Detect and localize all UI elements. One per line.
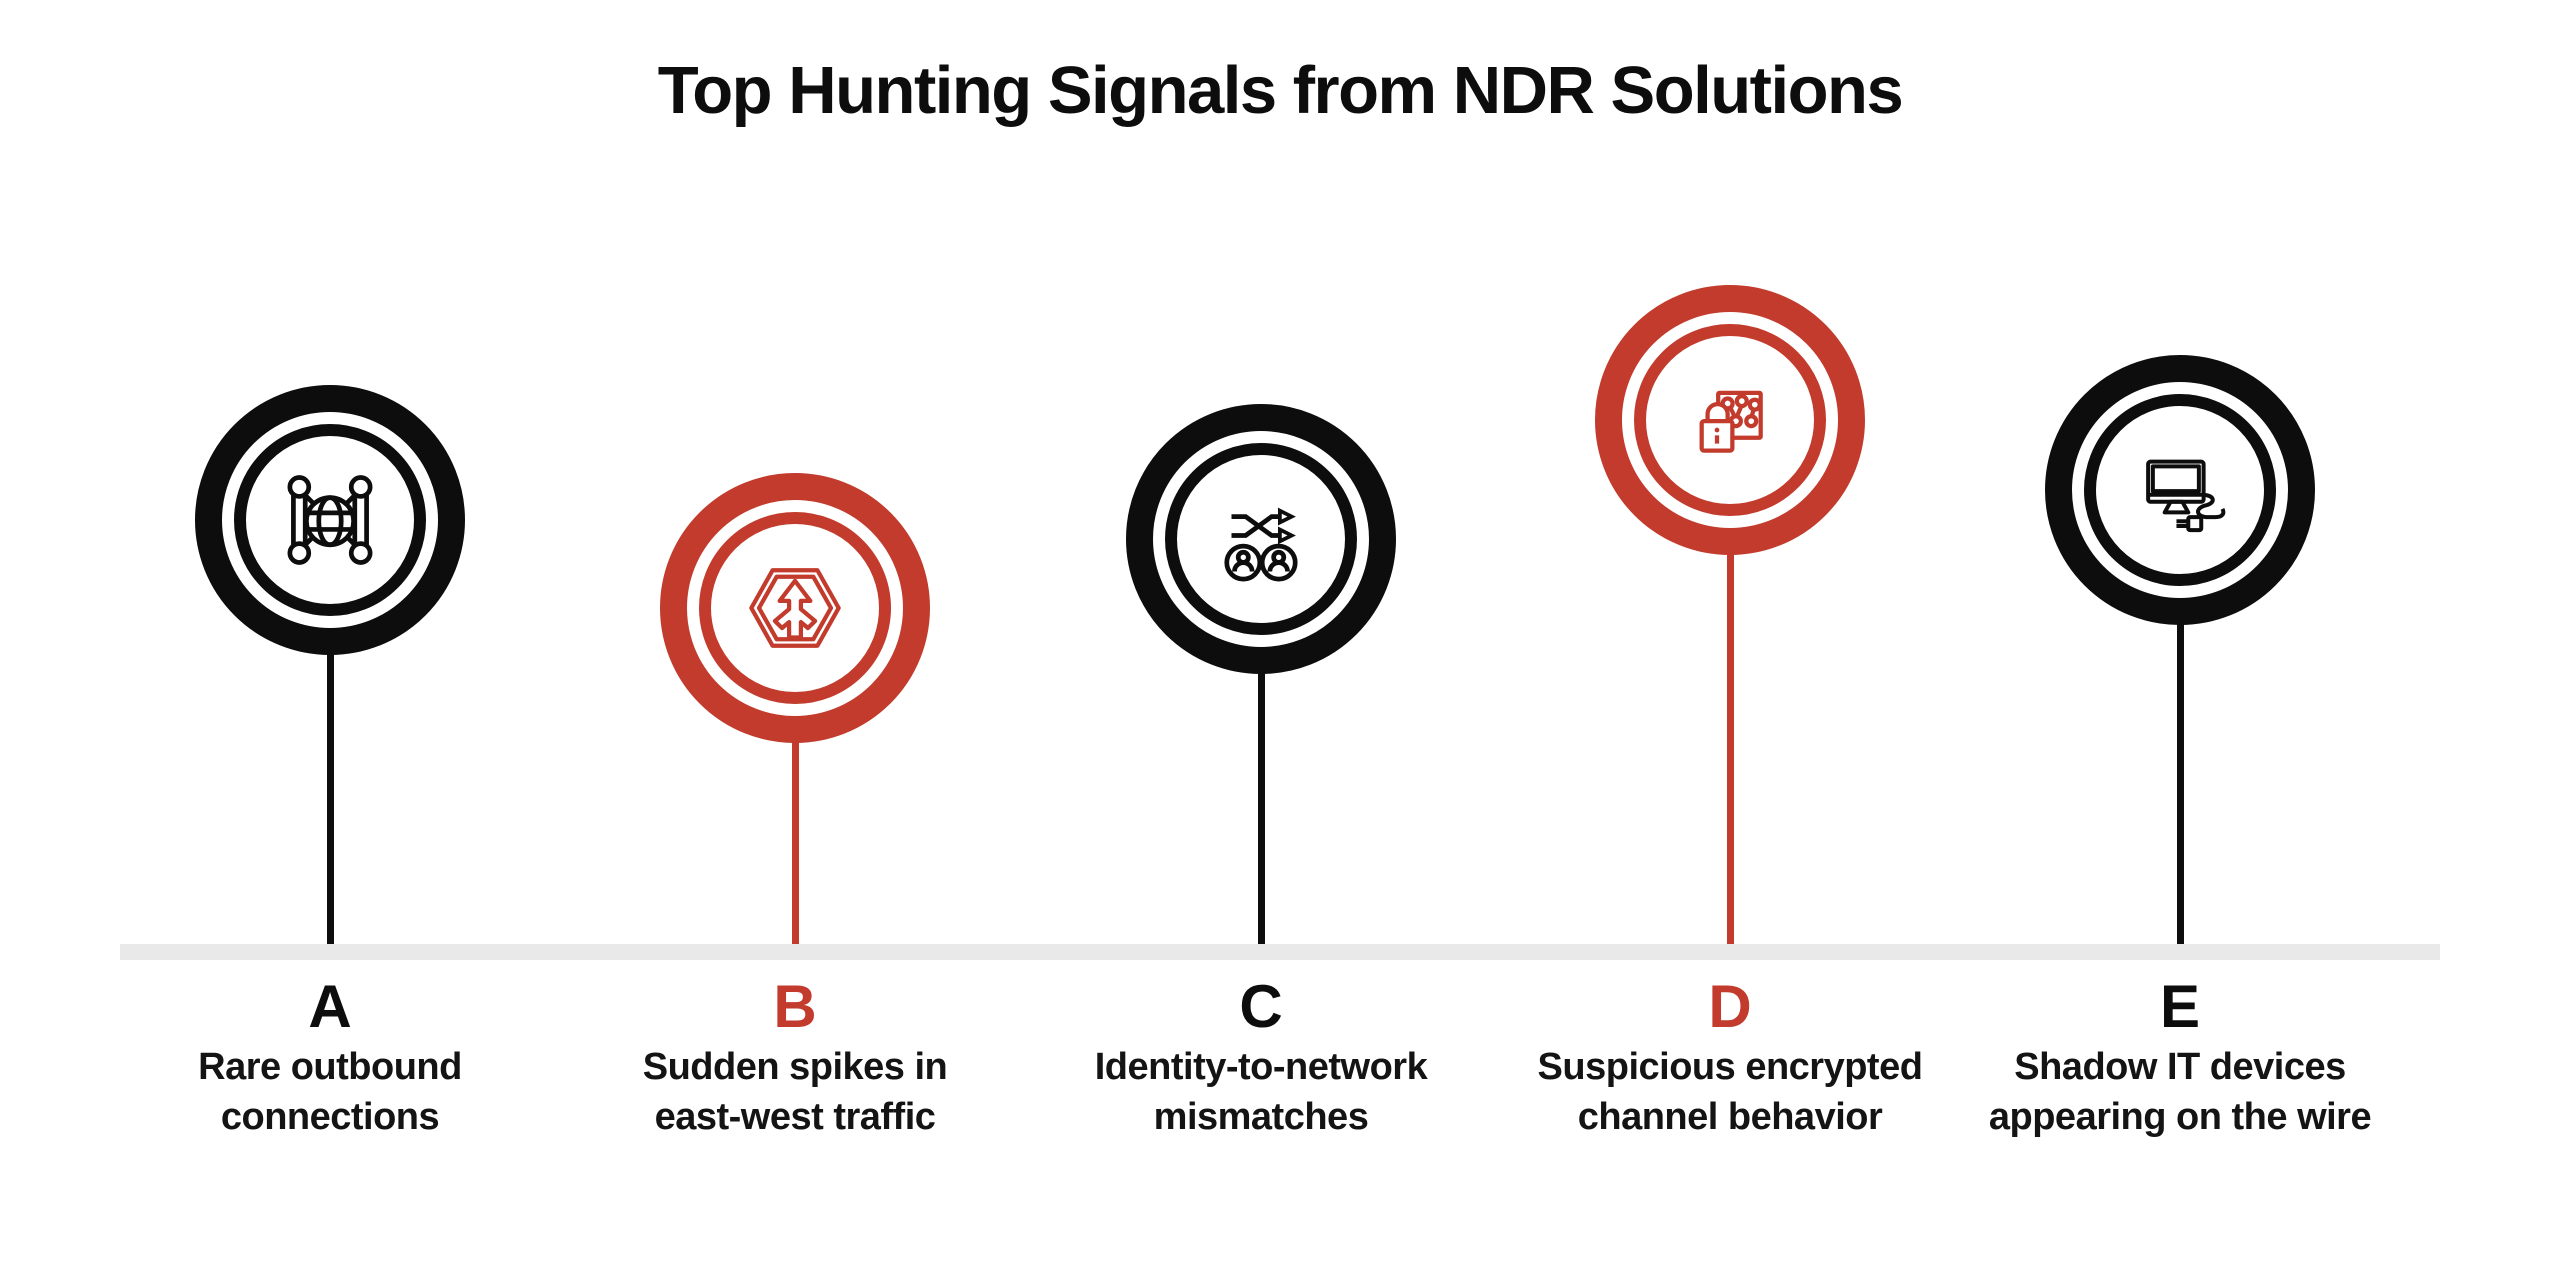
item-label: Shadow IT devices appearing on the wire bbox=[1910, 1042, 2450, 1142]
signal-circle bbox=[2045, 355, 2315, 625]
connector-stem bbox=[327, 650, 334, 944]
timeline-bar bbox=[120, 944, 2440, 960]
encrypted-lock-circuit-icon bbox=[1699, 390, 1763, 453]
item-letter: A bbox=[308, 973, 352, 1040]
item-label-line1: Identity-to-network bbox=[1094, 1046, 1428, 1088]
connector-stem bbox=[792, 738, 799, 944]
item-label-line1: Rare outbound bbox=[198, 1046, 462, 1088]
item-label-line2: connections bbox=[220, 1096, 440, 1138]
signal-circle bbox=[1595, 285, 1865, 555]
item-label-line2: appearing on the wire bbox=[1988, 1096, 2372, 1138]
globe-network-icon bbox=[287, 475, 373, 565]
item-letter: D bbox=[1708, 973, 1752, 1040]
connector-stem bbox=[1727, 550, 1734, 944]
connector-stem bbox=[2177, 620, 2184, 944]
signal-circle bbox=[660, 473, 930, 743]
signal-circle bbox=[195, 385, 465, 655]
item-letter: C bbox=[1239, 973, 1283, 1040]
item-label-line2: east-west traffic bbox=[654, 1096, 936, 1138]
traffic-spike-hexagon-icon bbox=[749, 568, 841, 648]
item-label: Rare outbound connections bbox=[60, 1042, 600, 1142]
item-label: Identity-to-network mismatches bbox=[991, 1042, 1531, 1142]
item-label-line2: mismatches bbox=[1153, 1096, 1369, 1138]
connector-stem bbox=[1258, 669, 1265, 944]
item-label: Suspicious encrypted channel behavior bbox=[1460, 1042, 2000, 1142]
identity-shuffle-users-icon bbox=[1224, 507, 1298, 582]
page-title: Top Hunting Signals from NDR Solutions bbox=[657, 53, 1904, 128]
item-label-line1: Suspicious encrypted bbox=[1537, 1046, 1923, 1088]
computer-plug-icon bbox=[2146, 459, 2226, 533]
item-letter: E bbox=[2159, 973, 2201, 1040]
item-letter: B bbox=[773, 973, 817, 1040]
item-label: Sudden spikes in east-west traffic bbox=[525, 1042, 1065, 1142]
item-label-line1: Sudden spikes in bbox=[642, 1046, 948, 1088]
item-label-line1: Shadow IT devices bbox=[2014, 1046, 2346, 1088]
signal-circle bbox=[1126, 404, 1396, 674]
item-label-line2: channel behavior bbox=[1577, 1096, 1883, 1138]
